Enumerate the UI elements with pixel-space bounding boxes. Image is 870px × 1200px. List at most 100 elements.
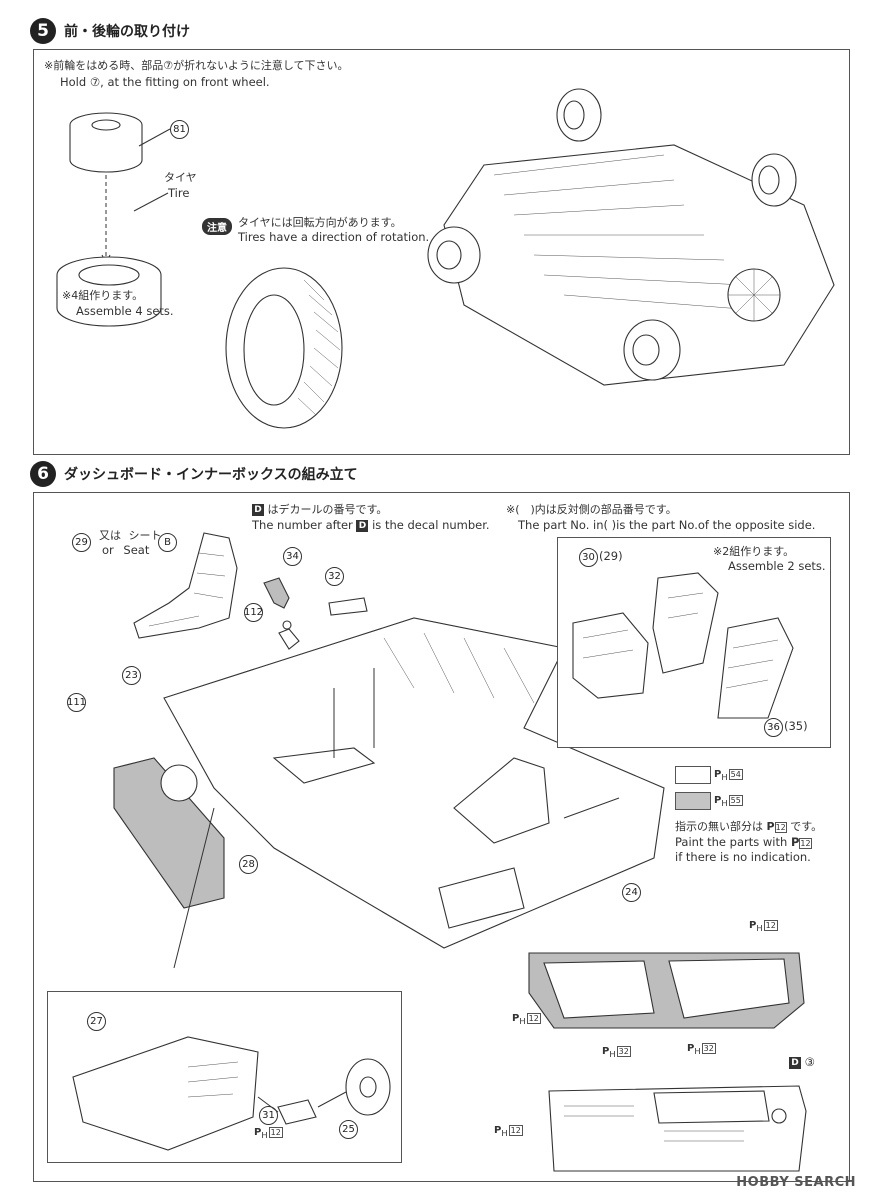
- decal-note-jp-text: はデカールの番号です。: [267, 503, 388, 516]
- dash-decal-number: ③: [804, 1055, 815, 1069]
- part-35-label: (35): [784, 719, 808, 733]
- assemble4-en: Assemble 4 sets.: [76, 304, 174, 318]
- interior-tub-drawing: [113, 617, 665, 969]
- no-indication-jp-text: 指示の無い部分は: [675, 820, 763, 833]
- dash-ph12-value: 12: [508, 1125, 523, 1136]
- assemble2-jp: ※2組作ります。: [713, 545, 795, 558]
- decal-badge-en: D: [356, 519, 369, 532]
- door-panels-color-drawing: [528, 952, 805, 1029]
- ph54-value: 54: [728, 769, 743, 780]
- step6-number: 6: [30, 461, 56, 487]
- step5-note-en: Hold ⑦, at the fitting on front wheel.: [60, 75, 270, 89]
- paint-note-ph: P: [790, 835, 800, 849]
- step5-panel: ※前輪をはめる時、部品⑦が折れないように注意して下さい。 Hold ⑦, at …: [33, 49, 850, 455]
- wheel-exploded-drawing: [56, 112, 162, 327]
- seat-jp-text: シート: [128, 529, 162, 542]
- tire-tread-drawing: [225, 267, 343, 429]
- door-ph12-left-value: 12: [526, 1013, 541, 1024]
- door-ph-sub-mid: H: [609, 1049, 616, 1059]
- opposite-seat-drawing: [572, 572, 794, 719]
- step5-number: 5: [30, 18, 56, 44]
- seat-or-jp-text: 又は: [99, 529, 121, 542]
- ph55-value: 55: [728, 795, 743, 806]
- swatch-white: [675, 766, 711, 784]
- door-ph32-right-value: 32: [701, 1043, 716, 1054]
- opposite-note-en: The part No. in( )is the part No.of the …: [518, 518, 815, 533]
- part-30b-callout: 30: [579, 548, 598, 567]
- tire-label-en: Tire: [168, 186, 190, 200]
- dash-decal-badge: D: [789, 1056, 801, 1069]
- door-ph-sub-top: H: [756, 923, 763, 933]
- door-ph32-mid-value: 32: [616, 1046, 631, 1057]
- swatch-gray: [675, 792, 711, 810]
- opposite-note-en-pre: The part No. in(: [518, 518, 609, 532]
- dashboard-color-drawing: [548, 1085, 807, 1172]
- step6-panel: D はデカールの番号です。 The number after D is the …: [33, 492, 850, 1182]
- opposite-seat-box: ※2組作ります。 Assemble 2 sets. 30 (29) 36 (35…: [557, 537, 831, 748]
- seat-en-text: Seat: [123, 543, 150, 557]
- part-31-callout: 31: [259, 1106, 278, 1125]
- rotation-note-en: Tires have a direction of rotation.: [238, 230, 430, 244]
- rotation-note-jp: タイヤには回転方向があります。: [238, 216, 402, 229]
- seat-b-callout: B: [158, 533, 177, 552]
- paint-note-ph12: 12: [799, 838, 812, 849]
- part-36-callout: 36: [764, 718, 783, 737]
- ph-sub-55: H: [721, 798, 728, 808]
- p31-ph-sub: H: [261, 1130, 268, 1140]
- assemble4-jp: ※4組作ります。: [62, 289, 144, 302]
- paint-note-en-pre: Paint the parts with: [675, 835, 788, 849]
- dash-decal-ref: D ③: [789, 1055, 815, 1070]
- part-29-callout: 29: [72, 533, 91, 552]
- dashboard-exploded-drawing: [72, 1036, 391, 1151]
- seat-or-en: or Seat: [102, 543, 149, 558]
- step5-note-jp: ※前輪をはめる時、部品⑦が折れないように注意して下さい。: [44, 59, 349, 72]
- opposite-note-en-post: )is the part No.of the opposite side.: [611, 518, 816, 532]
- paint-note-en-post: if there is no indication.: [675, 850, 811, 864]
- decal-note-en-post: is the decal number.: [372, 518, 490, 532]
- decal-badge: D: [252, 504, 264, 516]
- part-23-callout: 23: [122, 666, 141, 685]
- opposite-note-jp: ※( )内は反対側の部品番号です。: [506, 503, 677, 516]
- seat-or-jp: 又は シート: [99, 528, 162, 543]
- no-indication-jp: 指示の無い部分は P12 です。: [675, 819, 822, 835]
- chassis-drawing: [427, 88, 835, 386]
- assemble2-en: Assemble 2 sets.: [728, 559, 826, 573]
- part-34-callout: 34: [283, 547, 302, 566]
- seat-or-en-text: or: [102, 543, 114, 557]
- part-31-ph12-value: 12: [268, 1127, 283, 1138]
- leader-tire: [133, 192, 169, 212]
- part-27-callout: 27: [87, 1012, 106, 1031]
- door-ph-sub-right: H: [694, 1046, 701, 1056]
- watermark: HOBBY SEARCH: [736, 1175, 856, 1190]
- no-indication-ph12: 12: [774, 822, 787, 833]
- part-29b-label: (29): [599, 549, 623, 563]
- part-24-callout: 24: [622, 883, 641, 902]
- tire-label-jp: タイヤ: [164, 171, 197, 184]
- step5-header: 5 前・後輪の取り付け: [30, 16, 190, 46]
- ph-sub-54: H: [721, 772, 728, 782]
- decal-note-en: The number after D is the decal number.: [252, 518, 490, 533]
- part-28-callout: 28: [239, 855, 258, 874]
- leader-81: [138, 128, 171, 147]
- part-32-callout: 32: [325, 567, 344, 586]
- door-ph12-top-value: 12: [763, 920, 778, 931]
- part-81-callout: 81: [170, 120, 189, 139]
- part-111-callout: 111: [67, 693, 86, 712]
- paint-note-en: Paint the parts with P12: [675, 835, 812, 851]
- decal-note-en-pre: The number after: [252, 518, 353, 532]
- step5-title: 前・後輪の取り付け: [64, 24, 190, 40]
- decal-note-jp: D はデカールの番号です。: [252, 502, 387, 517]
- step6-header: 6 ダッシュボード・インナーボックスの組み立て: [30, 459, 358, 489]
- no-indication-ph: P: [766, 820, 775, 833]
- part-112-callout: 112: [244, 603, 263, 622]
- seat-29-drawing: [133, 532, 238, 639]
